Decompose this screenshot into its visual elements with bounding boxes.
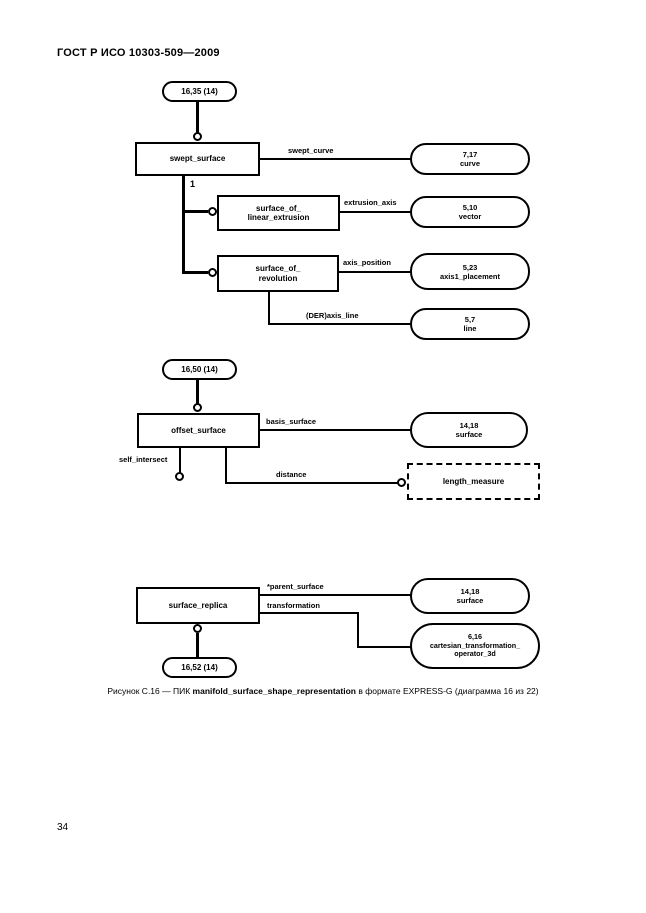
pageref-2-label: 16,50 (14) — [181, 365, 218, 374]
ref-oval-surface-a: 14,18 surface — [410, 412, 528, 448]
subtype-trunk-line — [182, 176, 185, 274]
ref-oval-surface-b: 14,18 surface — [410, 578, 530, 614]
attribute-line — [340, 211, 411, 213]
oval-ref: 7,17 — [462, 150, 478, 159]
oval-ref: 5,7 — [464, 315, 476, 324]
attribute-line — [260, 429, 411, 431]
pageref-oval-1: 16,35 (14) — [162, 81, 237, 102]
entity-label: swept_surface — [169, 154, 226, 164]
attribute-end-circle — [175, 472, 184, 481]
entity-label: surface_replica — [168, 600, 228, 610]
oval-name: curve — [459, 159, 480, 168]
attribute-line — [268, 292, 270, 324]
edge-label-axis-position: axis_position — [343, 258, 391, 267]
oval-name: cartesian_transformation_ — [429, 640, 521, 650]
oval-name: surface — [455, 430, 483, 439]
attribute-line — [268, 323, 411, 325]
entity-box-swept-surface: swept_surface — [135, 142, 260, 176]
ref-oval-cartesian-transformation-operator-3d: 6,16 cartesian_transformation_ operator_… — [410, 623, 540, 669]
caption-entity-name: manifold_surface_shape_representation — [192, 686, 356, 696]
edge-label-extrusion-axis: extrusion_axis — [344, 198, 397, 207]
entity-label: linear_extrusion — [247, 213, 310, 222]
attribute-line — [357, 612, 359, 648]
oval-name: vector — [458, 212, 482, 221]
subtype-circle — [208, 268, 217, 277]
caption-prefix: Рисунок С.16 — ПИК — [107, 686, 193, 696]
subtype-circle — [208, 207, 217, 216]
oval-ref: 5,10 — [462, 203, 478, 212]
type-label: length_measure — [442, 477, 505, 486]
attribute-line — [260, 612, 359, 614]
subtype-circle — [193, 132, 202, 141]
entity-box-surface-replica: surface_replica — [136, 587, 260, 624]
edge-label-transformation: transformation — [267, 601, 320, 610]
attribute-end-circle — [397, 478, 406, 487]
ref-oval-curve: 7,17 curve — [410, 143, 530, 175]
attribute-line — [260, 594, 411, 596]
attribute-line — [260, 158, 411, 160]
entity-box-offset-surface: offset_surface — [137, 413, 260, 448]
entity-label: surface_of_ — [255, 264, 301, 274]
document-header: ГОСТ Р ИСО 10303-509—2009 — [57, 47, 220, 59]
oval-name: surface — [456, 596, 484, 605]
page-number: 34 — [57, 822, 69, 833]
subtype-line — [196, 102, 199, 134]
ref-oval-vector: 5,10 vector — [410, 196, 530, 228]
cardinality-label: 1 — [190, 179, 196, 189]
entity-box-surface-of-linear-extrusion: surface_of_ linear_extrusion — [217, 195, 340, 231]
subtype-circle — [193, 403, 202, 412]
oval-ref: 14,18 — [459, 421, 479, 430]
edge-label-self-intersect: self_intersect — [119, 455, 168, 464]
pageref-1-label: 16,35 (14) — [181, 87, 218, 96]
oval-ref: 14,18 — [460, 587, 480, 596]
caption-suffix: в формате EXPRESS-G (диаграмма 16 из 22) — [355, 686, 539, 696]
subtype-line — [196, 380, 199, 405]
subtype-circle — [193, 624, 202, 633]
attribute-line — [225, 482, 398, 484]
edge-label-parent-surface: *parent_surface — [267, 582, 324, 591]
attribute-line — [179, 448, 181, 473]
entity-label: revolution — [258, 273, 298, 283]
oval-ref: 5,23 — [462, 262, 478, 272]
attribute-line — [225, 448, 227, 484]
pageref-oval-2: 16,50 (14) — [162, 359, 237, 380]
attribute-line — [357, 646, 411, 648]
edge-label-der-axis-line: (DER)axis_line — [306, 311, 359, 320]
oval-name: line — [463, 324, 477, 333]
type-box-length-measure: length_measure — [407, 463, 540, 500]
oval-name: axis1_placement — [439, 271, 501, 281]
entity-label: surface_of_ — [256, 203, 301, 213]
entity-box-surface-of-revolution: surface_of_ revolution — [217, 255, 339, 292]
entity-label: offset_surface — [171, 425, 226, 435]
oval-name: operator_3d — [454, 649, 496, 659]
subtype-line — [196, 633, 199, 658]
pageref-oval-3: 16,52 (14) — [162, 657, 237, 678]
edge-label-basis-surface: basis_surface — [266, 417, 317, 426]
pageref-3-label: 16,52 (14) — [181, 663, 218, 672]
subtype-branch-line — [182, 271, 208, 274]
ref-oval-axis1-placement: 5,23 axis1_placement — [410, 253, 530, 290]
attribute-line — [339, 271, 411, 273]
figure-caption: Рисунок С.16 — ПИК manifold_surface_shap… — [0, 686, 646, 696]
oval-ref: 6,16 — [468, 632, 482, 642]
ref-oval-line: 5,7 line — [410, 308, 530, 340]
edge-label-swept-curve: swept_curve — [288, 146, 334, 155]
edge-label-distance: distance — [276, 470, 307, 479]
subtype-branch-line — [182, 210, 208, 213]
